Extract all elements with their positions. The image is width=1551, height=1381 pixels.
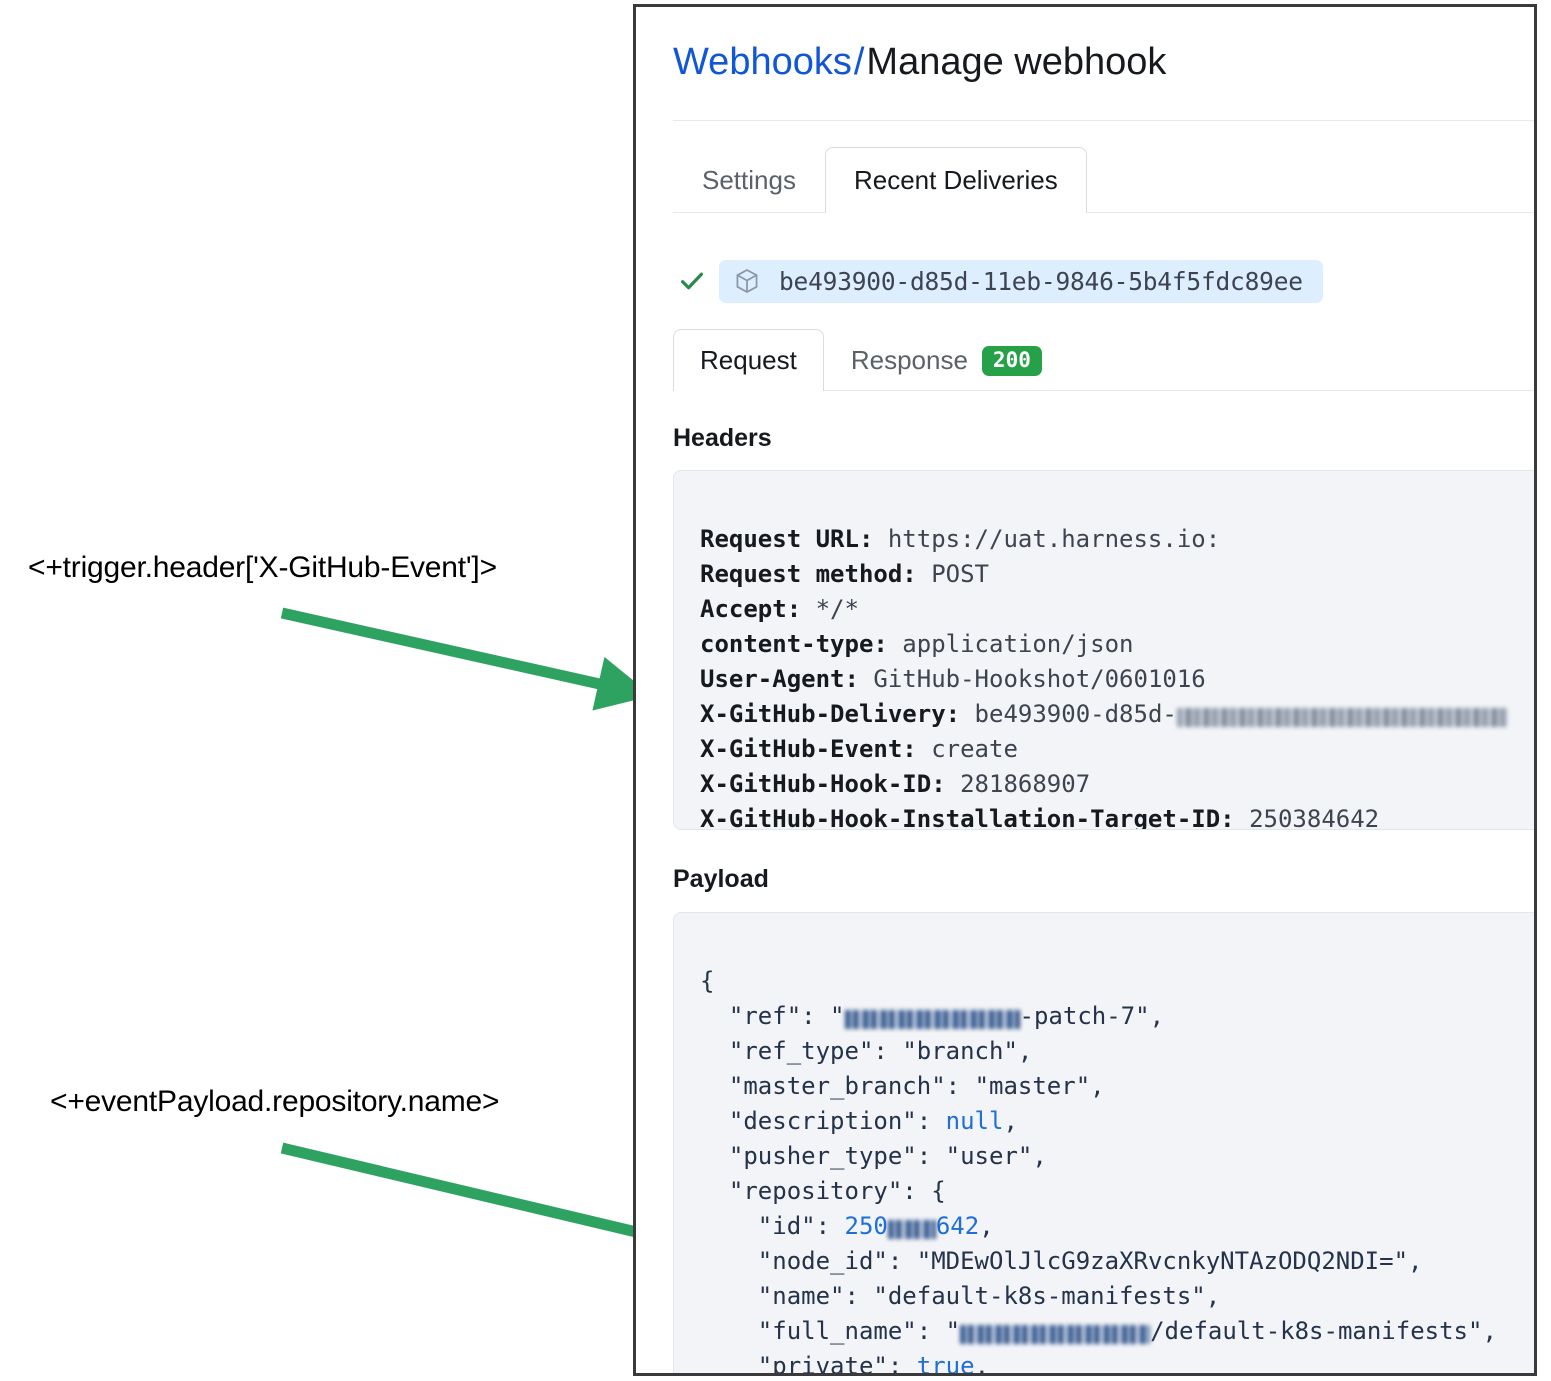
redacted-owner-name (960, 1325, 1151, 1344)
json-trail: , (1149, 1002, 1165, 1030)
header-key: Request URL: (700, 525, 874, 553)
json-value: /default-k8s-manifests" (1150, 1317, 1483, 1345)
json-value: 250 (844, 1212, 888, 1240)
json-value: "MDEwOlJlcG9zaXRvcnkyNTAzODQ2NDI=" (916, 1247, 1409, 1275)
breadcrumb-link-webhooks[interactable]: Webhooks (673, 41, 852, 83)
json-key: "name" (757, 1282, 845, 1310)
breadcrumb-separator: / (853, 41, 865, 83)
annotation-trigger-header-expression: <+trigger.header['X-GitHub-Event']> (28, 551, 497, 584)
payload-section-title: Payload (673, 865, 769, 893)
header-value: application/json (902, 630, 1134, 658)
header-value: be493900-d85d- (974, 700, 1177, 728)
json-value: "default-k8s-manifests" (873, 1282, 1206, 1310)
json-line: { (700, 967, 715, 995)
tab-request-label: Request (700, 345, 797, 375)
header-value: 250384642 (1249, 805, 1380, 830)
json-trail: , (979, 1212, 994, 1240)
json-value: "branch" (902, 1037, 1018, 1065)
check-icon (673, 266, 711, 296)
tab-settings-label: Settings (702, 165, 796, 195)
delivery-id-text: be493900-d85d-11eb-9846-5b4f5fdc89ee (779, 266, 1303, 296)
json-trail: , (1017, 1037, 1033, 1065)
header-value: POST (931, 560, 989, 588)
divider-under-tabs (673, 212, 1534, 213)
package-icon (733, 267, 761, 295)
header-value: 281868907 (960, 770, 1091, 798)
header-key: X-GitHub-Event: (700, 735, 917, 763)
payload-code-block: { "ref": "-patch-7", "ref_type": "branch… (673, 912, 1534, 1376)
headers-section-title: Headers (673, 424, 772, 452)
header-value: https://uat.harness.io: (887, 525, 1221, 553)
webhook-screenshot-panel: Webhooks/Manage webhook Settings Recent … (633, 4, 1537, 1376)
delivery-id-chip[interactable]: be493900-d85d-11eb-9846-5b4f5fdc89ee (719, 259, 1323, 303)
json-trail: , (1205, 1282, 1221, 1310)
divider-under-breadcrumb (673, 120, 1534, 121)
json-key: "id" (757, 1212, 816, 1240)
redacted-repo-id (887, 1220, 936, 1239)
json-trail: , (1090, 1072, 1105, 1100)
redacted-delivery-suffix (1176, 708, 1507, 727)
divider-under-request-tabs (673, 390, 1534, 391)
header-key: Accept: (700, 595, 802, 623)
json-key: "master_branch" (728, 1072, 946, 1100)
json-key: "pusher_type" (728, 1142, 917, 1170)
status-badge: 200 (981, 345, 1042, 376)
annotation-arrow-to-repository-name (280, 1142, 700, 1262)
tab-settings[interactable]: Settings (673, 147, 825, 213)
header-key: X-GitHub-Hook-Installation-Target-ID: (700, 805, 1235, 830)
breadcrumb: Webhooks/Manage webhook (673, 39, 1166, 87)
tab-recent-deliveries[interactable]: Recent Deliveries (824, 147, 1087, 213)
json-value: "master" (974, 1072, 1091, 1100)
header-value: create (931, 735, 1018, 763)
json-trail: , (1408, 1247, 1423, 1275)
header-key: content-type: (700, 630, 888, 658)
json-value: true (916, 1352, 975, 1376)
json-key: "full_name" (757, 1317, 917, 1345)
json-trail: , (1032, 1142, 1047, 1170)
header-key: Request method: (700, 560, 917, 588)
json-key: "ref_type" (728, 1037, 874, 1065)
redacted-ref-owner (844, 1010, 1020, 1029)
tab-recent-deliveries-label: Recent Deliveries (853, 165, 1058, 195)
json-trail: , (1003, 1107, 1018, 1135)
json-value: { (931, 1177, 946, 1205)
json-value: -patch-7" (1019, 1002, 1150, 1030)
headers-code-block: Request URL: https://uat.harness.io: Req… (673, 470, 1534, 830)
annotation-event-payload-expression: <+eventPayload.repository.name> (50, 1085, 500, 1118)
tab-response-label: Response (850, 345, 968, 375)
json-key: "node_id" (757, 1247, 888, 1275)
header-key: User-Agent: (700, 665, 859, 693)
json-key: "ref" (728, 1002, 802, 1030)
tab-request[interactable]: Request (673, 329, 824, 391)
tab-response[interactable]: Response 200 (824, 329, 1069, 391)
page-title: Manage webhook (866, 41, 1167, 83)
header-value: */* (815, 595, 859, 623)
header-value: GitHub-Hookshot/0601016 (873, 665, 1206, 693)
json-trail: , (1482, 1317, 1497, 1345)
header-key: X-GitHub-Hook-ID: (700, 770, 946, 798)
json-value: null (945, 1107, 1004, 1135)
json-value-suffix: 642 (935, 1212, 980, 1240)
header-key: X-GitHub-Delivery: (700, 700, 961, 728)
json-key: "repository" (728, 1177, 903, 1205)
webhook-tabs: Settings Recent Deliveries (673, 147, 1087, 213)
delivery-row[interactable]: be493900-d85d-11eb-9846-5b4f5fdc89ee (673, 255, 1323, 307)
json-trail: , (974, 1352, 989, 1376)
json-value: "user" (945, 1142, 1033, 1170)
request-response-tabs: Request Response 200 (673, 329, 1069, 391)
json-key: "private" (757, 1352, 888, 1376)
json-key: "description" (728, 1107, 917, 1135)
annotation-arrow-to-github-event (280, 607, 653, 711)
